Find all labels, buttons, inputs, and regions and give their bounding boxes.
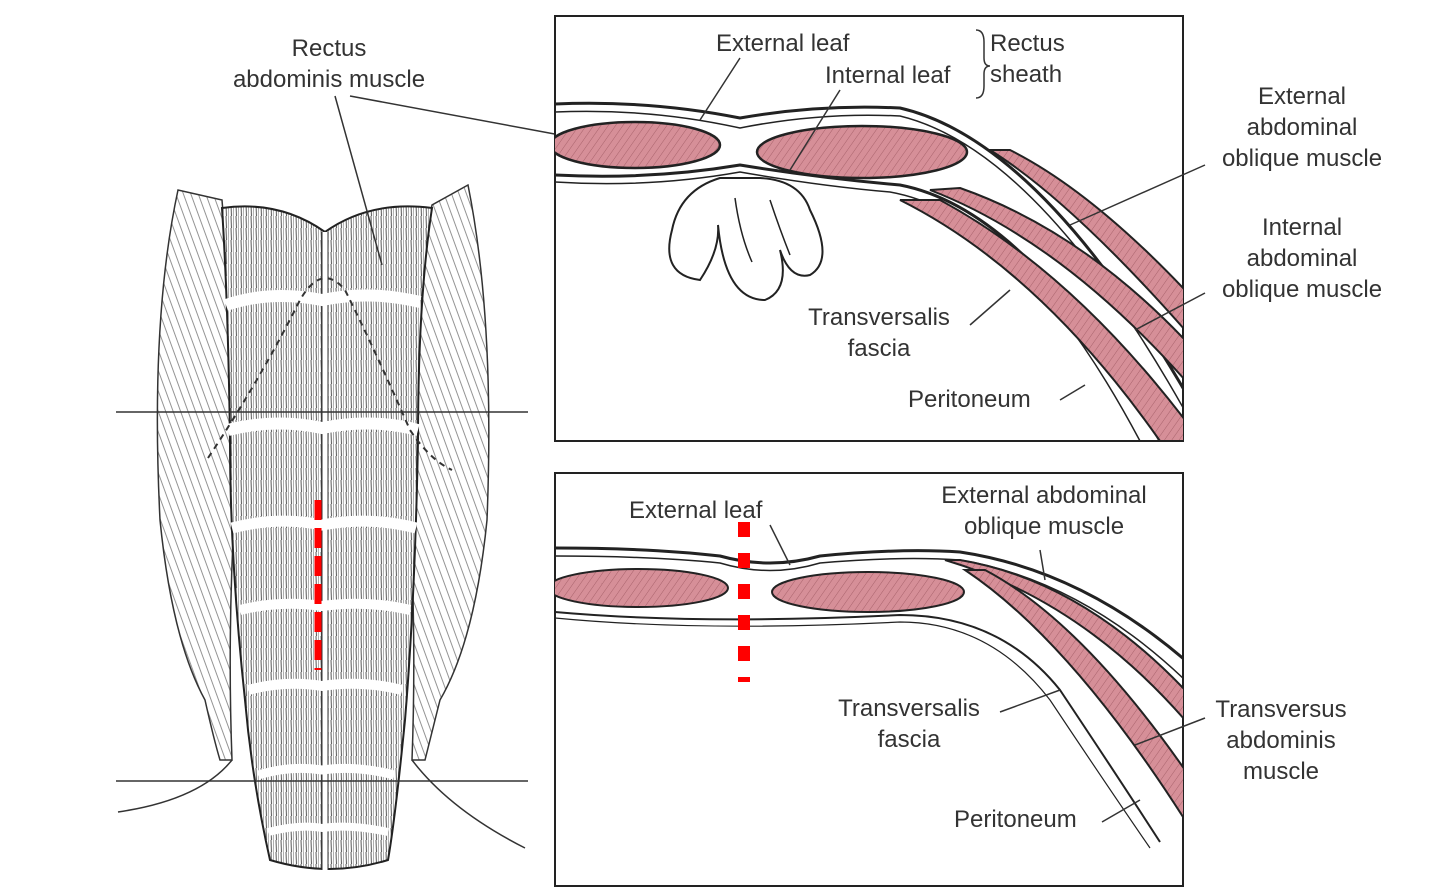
- label-external-leaf-top: External leaf: [716, 30, 850, 57]
- external-oblique-top: [986, 149, 1183, 330]
- label-internal-leaf: Internal leaf: [825, 62, 951, 89]
- label-transversalis-fascia-bottom: Transversalis fascia: [838, 695, 980, 753]
- panel-frame-bottom: [554, 472, 1184, 887]
- label-external-leaf-bottom: External leaf: [629, 497, 763, 524]
- label-peritoneum-bottom: Peritoneum: [954, 806, 1077, 833]
- label-peritoneum-top: Peritoneum: [908, 386, 1031, 413]
- transversus-top: [899, 199, 1183, 441]
- abdominal-wall-front-view: [116, 95, 561, 870]
- arcuate-line: [207, 277, 453, 471]
- rectus-muscle-right-top: [755, 124, 969, 180]
- label-transversalis-fascia-top: Transversalis fascia: [808, 304, 950, 362]
- label-rectus-abdominis: Rectus abdominis muscle: [232, 35, 426, 93]
- label-external-oblique-bottom: External abdominal oblique muscle: [941, 482, 1147, 540]
- bowel-loops: [668, 177, 824, 302]
- rectus-sheath-brace: [975, 29, 991, 99]
- panel-frame-top: [554, 15, 1184, 442]
- label-external-oblique-top: External abdominal oblique muscle: [1221, 83, 1383, 172]
- label-internal-oblique: Internal abdominal oblique muscle: [1221, 214, 1383, 303]
- rectus-muscle-right-bottom: [771, 571, 965, 613]
- cross-section-above-arcuate: [554, 15, 1206, 442]
- label-rectus-sheath: Rectus sheath: [990, 30, 1065, 88]
- external-oblique-bottom: [944, 559, 1183, 720]
- rectus-muscle-left-top: [555, 120, 722, 170]
- label-transversus-abdominis: Transversus abdominis muscle: [1215, 696, 1347, 785]
- rectus-muscle-left-bottom: [555, 568, 729, 608]
- cross-section-below-arcuate: [554, 472, 1206, 887]
- internal-oblique-top: [929, 186, 1183, 380]
- transversus-bottom: [961, 569, 1183, 819]
